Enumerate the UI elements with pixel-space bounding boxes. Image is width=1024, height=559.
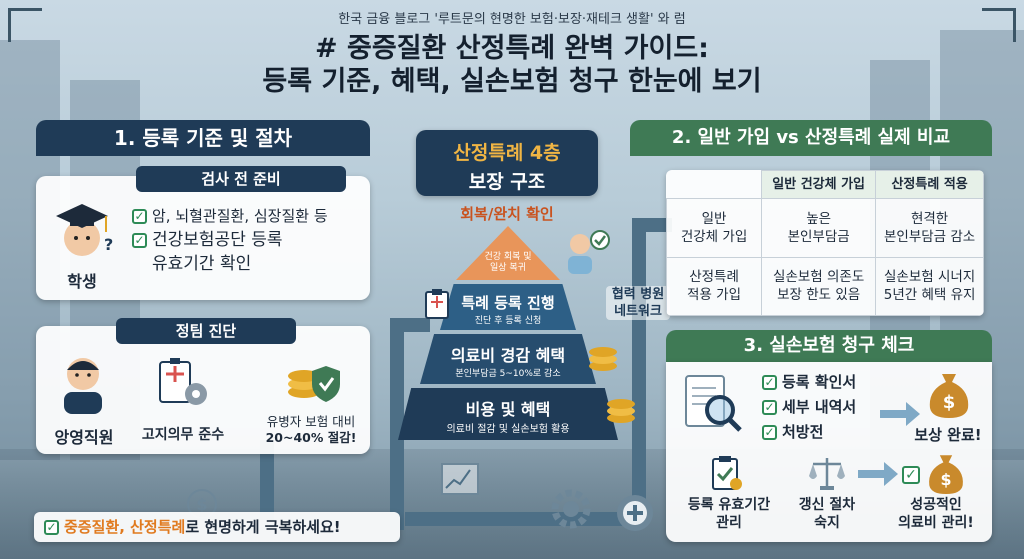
person-icon	[64, 358, 102, 414]
claim-result: 보상 완료!	[914, 426, 982, 444]
person-check-icon	[568, 230, 610, 274]
check-icon: ✓	[902, 466, 920, 484]
section2-panel: 2. 일반 가입 vs 산정특례 실제 비교 일반 건강체 가입 산정특례 적용…	[630, 120, 992, 322]
check-item: ✓등록 확인서	[762, 370, 856, 395]
footer-highlight: 중증질환, 산정특례	[64, 518, 186, 536]
section1-heading: 1. 등록 기준 및 절차	[36, 120, 370, 156]
path-connector	[260, 440, 274, 520]
check-item: ✓처방전	[762, 420, 856, 445]
check-icon: ✓	[762, 375, 777, 390]
diagnosis-card: 정팀 진단 앙영직원 고지의무 준수	[36, 318, 370, 454]
svg-text:?: ?	[104, 235, 113, 254]
pyramid-title-line2: 보장 구조	[468, 171, 546, 193]
claim-card: ✓등록 확인서 ✓세부 내역서 ✓처방전 $ 보상 완료! ✓	[666, 362, 992, 542]
table-corner	[666, 170, 763, 199]
arrow-right-icon	[880, 402, 920, 426]
path-connector	[390, 320, 404, 530]
svg-text:$: $	[196, 495, 207, 514]
arrow-right-icon	[858, 462, 898, 486]
check-icon: ✓	[762, 425, 777, 440]
footer-rest: 로 현명하게 극복하세요!	[185, 518, 341, 536]
diagnosis-pill: 정팀 진단	[116, 318, 296, 344]
page-title-line1: # 중증질환 산정특례 완벽 가이드:	[315, 33, 709, 64]
section2-heading: 2. 일반 가입 vs 산정특례 실제 비교	[630, 120, 992, 156]
path-connector	[405, 512, 645, 526]
check-item: ✓건강보험공단 등록	[132, 228, 364, 252]
cost-saving-note: 유병자 보험 대비 20~40% 절감!	[265, 414, 357, 445]
money-bag-icon: $	[929, 455, 963, 494]
graduation-cap-icon: ?	[56, 204, 113, 256]
magnifier-document-icon	[685, 375, 742, 432]
pyramid-layer-cost: 비용 및 혜택 의료비 절감 및 실손보험 활용	[398, 388, 618, 440]
path-connector	[632, 218, 672, 232]
header: 한국 금융 블로그 '루트문의 현명한 보험·보장·재테크 생활' 와 럼 # …	[0, 8, 1024, 99]
section1-panel: 1. 등록 기준 및 절차 검사 전 준비 ? 학생 ✓암, 뇌혈관질환, 심장…	[36, 120, 370, 460]
prep-checklist: ✓암, 뇌혈관질환, 심장질환 등 ✓건강보험공단 등록 유효기간 확인	[132, 204, 364, 276]
path-connector	[390, 318, 430, 332]
prep-card: 검사 전 준비 ? 학생 ✓암, 뇌혈관질환, 심장질환 등 ✓건강보험공단 등…	[36, 166, 370, 300]
pyramid-title-line1: 산정특례 4층	[453, 142, 561, 164]
svg-text:$: $	[943, 392, 956, 413]
coins-icon	[604, 392, 638, 426]
frame-corner	[982, 8, 1016, 42]
chart-icon	[441, 463, 479, 495]
prep-pill: 검사 전 준비	[136, 166, 346, 192]
clipboard-icon	[712, 456, 742, 490]
student-label: 학생	[67, 272, 97, 291]
checklist-icon	[159, 358, 207, 405]
check-icon: ✓	[132, 209, 147, 224]
col-header-special: 산정특례 적용	[875, 170, 984, 199]
check-item-cont: 유효기간 확인	[152, 254, 252, 274]
gear-icon	[551, 489, 591, 529]
blog-line: 한국 금융 블로그 '루트문의 현명한 보험·보장·재테크 생활' 와 럼	[338, 12, 686, 27]
employee-avatar	[50, 348, 116, 414]
disclosure-label: 고지의무 준수	[141, 427, 225, 443]
pyramid-top-label: 회복/완치 확인	[460, 205, 554, 223]
page-title-line2: 등록 기준, 혜택, 실손보험 청구 한눈에 보기	[262, 66, 762, 97]
check-item: ✓암, 뇌혈관질환, 심장질환 등	[132, 204, 364, 228]
employee-label: 앙영직원	[54, 428, 114, 447]
clipboard-icon	[424, 288, 450, 320]
frame-corner	[8, 8, 42, 42]
svg-text:$: $	[940, 470, 951, 489]
check-icon: ✓	[132, 232, 147, 248]
student-avatar: ?	[46, 194, 118, 266]
pyramid-title-card: 산정특례 4층 보장 구조	[416, 130, 598, 196]
money-bag-icon: $	[929, 374, 969, 418]
plus-gear-icon	[617, 495, 653, 531]
checklist-gear	[152, 356, 212, 410]
coins-icon	[288, 366, 340, 402]
section3-heading: 3. 실손보험 청구 체크	[666, 330, 992, 362]
pyramid-top-triangle	[456, 226, 560, 280]
check-item: ✓세부 내역서	[762, 395, 856, 420]
col-header-general: 일반 건강체 가입	[761, 170, 877, 199]
recovery-person	[562, 228, 610, 276]
check-icon: ✓	[762, 400, 777, 415]
pyramid-layer-benefit: 의료비 경감 혜택 본인부담금 5~10%로 감소	[420, 334, 596, 384]
check-icon: ✓	[44, 520, 59, 535]
coins-shield	[282, 352, 346, 408]
section3-panel: 3. 실손보험 청구 체크 ✓등록 확인서 ✓세부 내역서 ✓처방전 $ 보상 …	[666, 330, 992, 542]
claim-checklist: ✓등록 확인서 ✓세부 내역서 ✓처방전	[762, 370, 856, 445]
scales-icon	[809, 458, 845, 490]
pyramid-layer-registration: 특례 등록 진행 진단 후 등록 신청	[440, 284, 576, 330]
footer-banner: ✓ 중증질환, 산정특례로 현명하게 극복하세요!	[34, 512, 400, 542]
coins-icon	[586, 340, 620, 374]
